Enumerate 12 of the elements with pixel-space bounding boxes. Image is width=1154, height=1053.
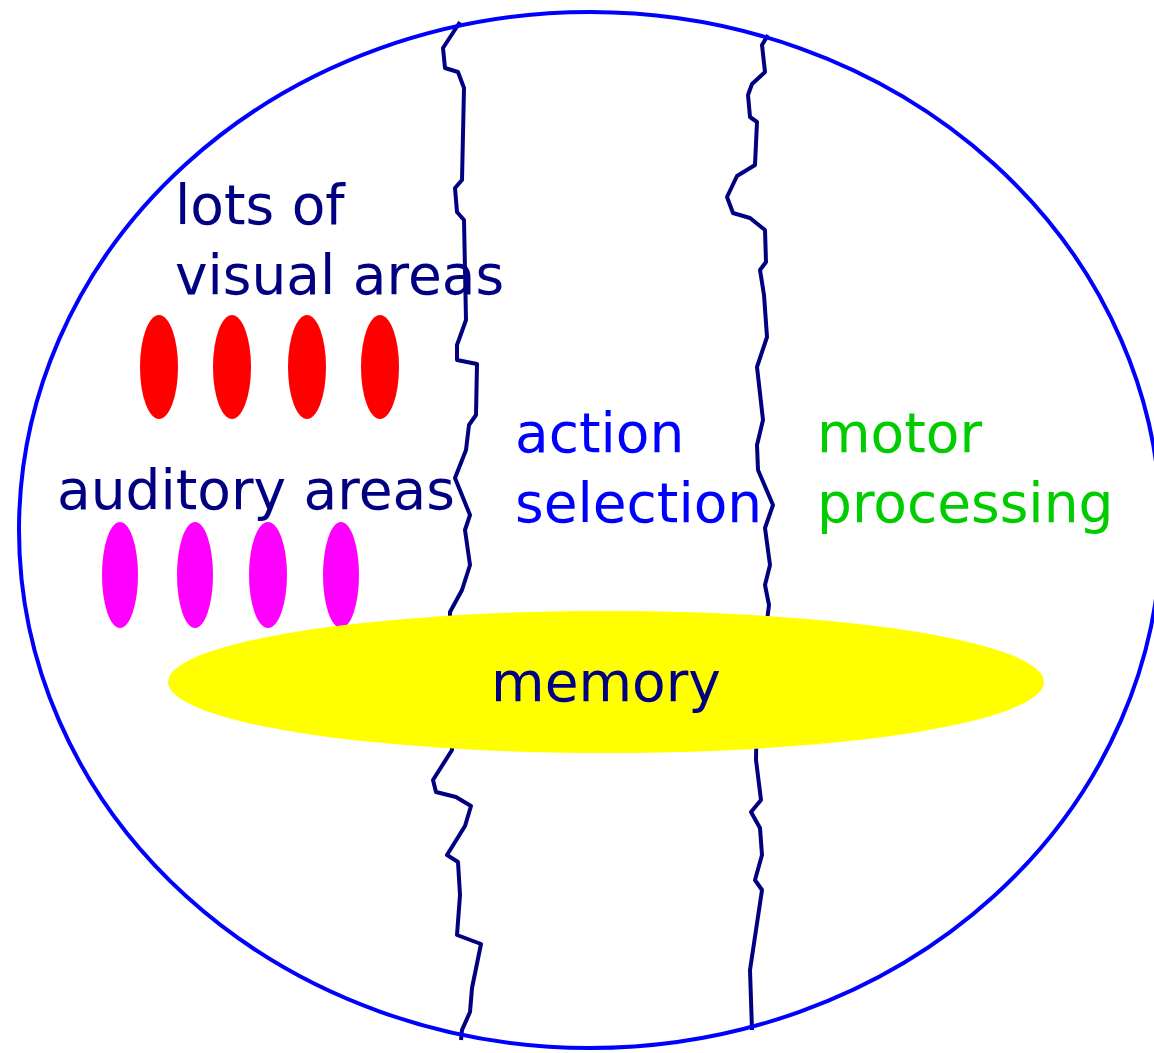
region-label: memory [490, 650, 722, 714]
auditory-area-ellipse [100, 520, 140, 630]
visual-area-ellipse [138, 313, 180, 421]
brain-outline [17, 10, 1154, 1050]
visual-area-ellipse [211, 313, 253, 421]
visual-area-ellipse [286, 313, 328, 421]
motor-processing-label: motor processing [817, 400, 1115, 537]
memory-ellipse [166, 609, 1046, 755]
action-selection-label: action selection [515, 400, 764, 537]
visual-area-ellipse [359, 313, 401, 421]
auditory-area-ellipse [175, 520, 215, 630]
auditory-area-ellipse [247, 520, 289, 630]
